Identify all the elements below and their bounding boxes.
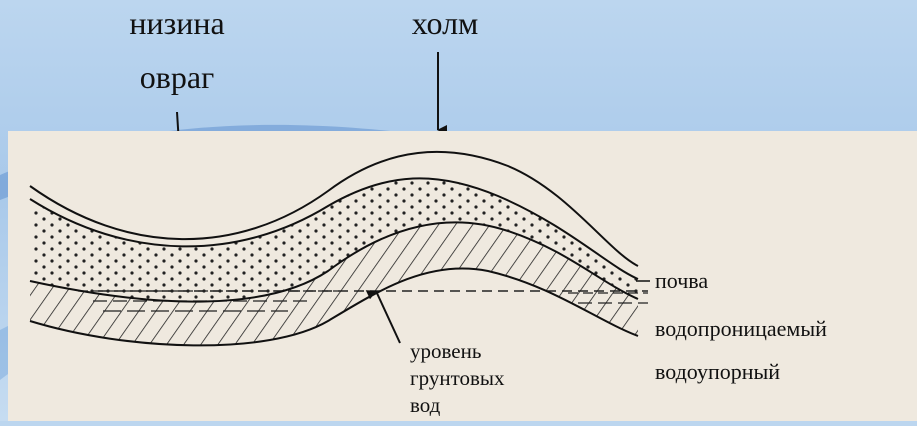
label-soil: почва xyxy=(655,268,708,294)
label-groundwater-3: вод xyxy=(410,393,440,418)
label-impermeable: водоупорный xyxy=(655,359,780,385)
label-permeable: водопроницаемый xyxy=(655,316,827,342)
label-groundwater-2: грунтовых xyxy=(410,366,505,391)
label-groundwater-1: уровень xyxy=(410,339,481,364)
arrow-groundwater xyxy=(376,291,400,343)
cross-section-diagram: почва водопроницаемый водоупорный уровен… xyxy=(8,131,917,421)
